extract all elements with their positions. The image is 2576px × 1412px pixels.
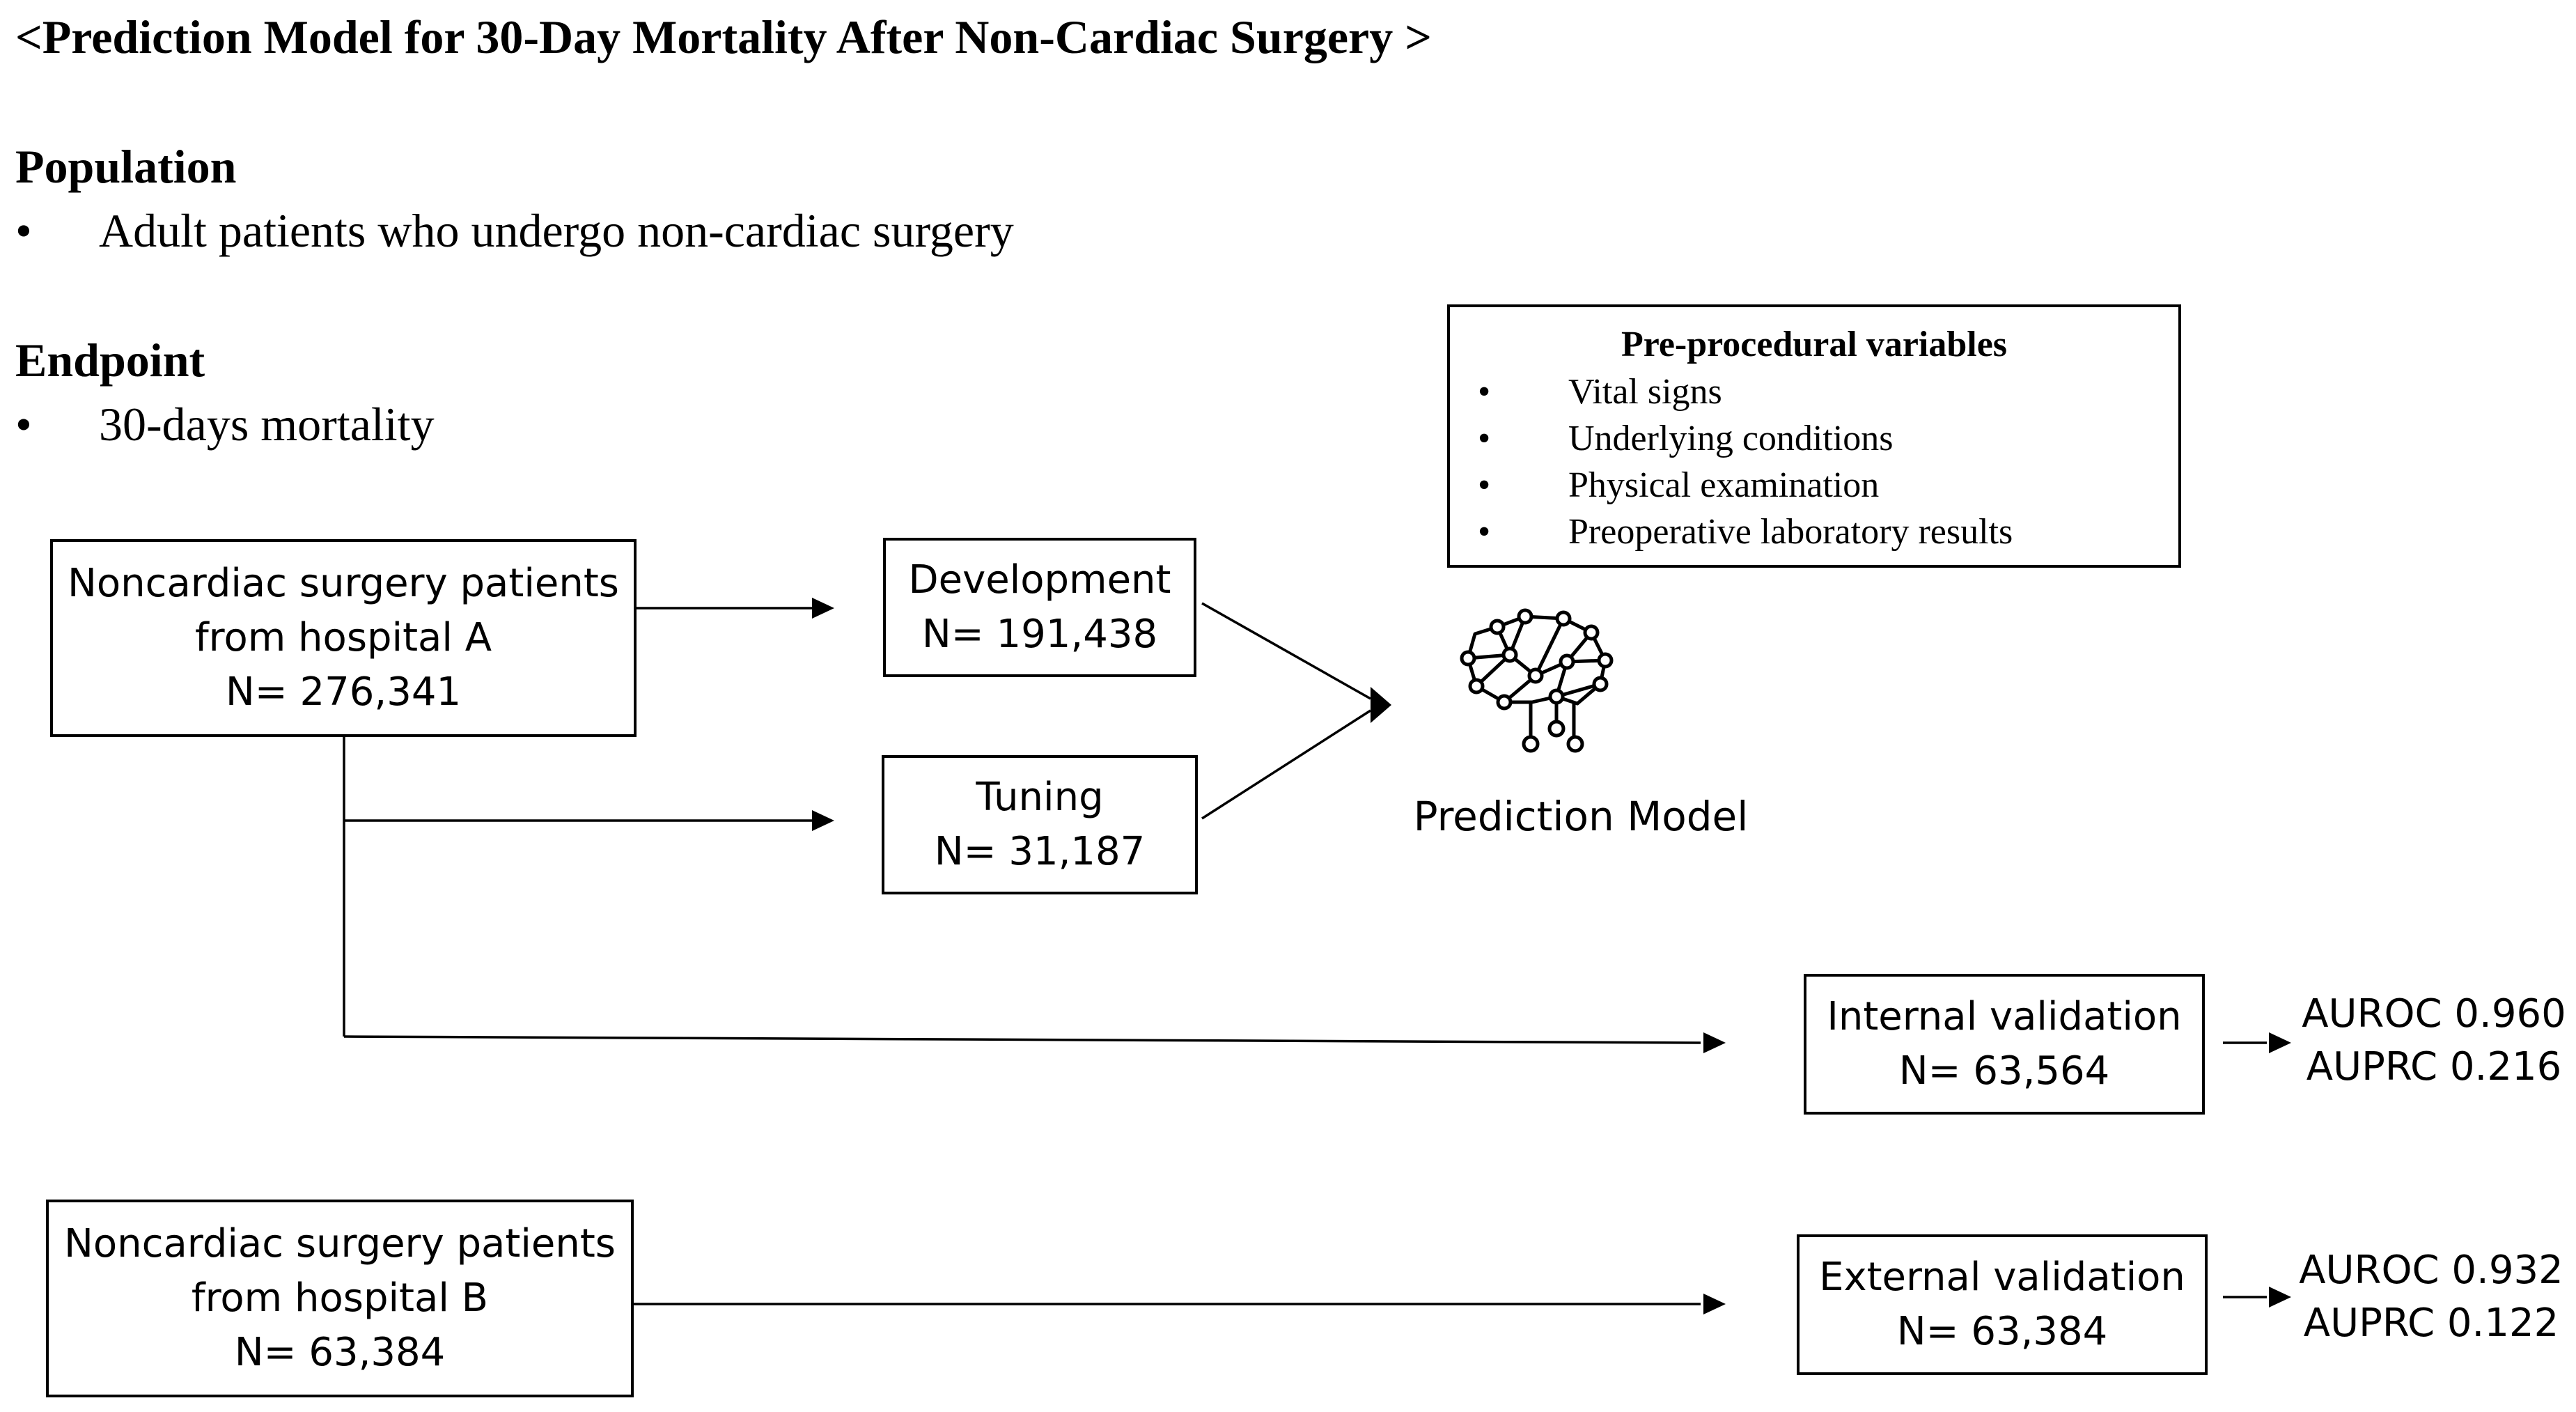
brain-network-icon: [1460, 608, 1614, 753]
tuning-count: N= 31,187: [934, 829, 1146, 874]
prediction-model-label: Prediction Model: [1413, 793, 1749, 840]
endpoint-item: • 30-days mortality: [15, 397, 435, 452]
arrowhead: [812, 810, 834, 831]
hospital-a-line2: from hospital A: [194, 615, 492, 660]
preprocedural-variables-title: Pre-procedural variables: [1621, 325, 2008, 364]
hospital-b-line1: Noncardiac surgery patients: [64, 1221, 616, 1266]
hospital-b-count: N= 63,384: [234, 1330, 446, 1375]
internal-validation-count: N= 63,564: [1898, 1048, 2110, 1094]
development-count: N= 191,438: [921, 612, 1158, 657]
arrowhead: [812, 598, 834, 619]
external-validation-box: External validation N= 63,384: [1797, 1234, 2208, 1375]
list-item: •Physical examination: [1478, 465, 1880, 505]
hospital-a-box: Noncardiac surgery patients from hospita…: [50, 539, 637, 737]
development-label: Development: [908, 557, 1171, 603]
tuning-box: Tuning N= 31,187: [882, 755, 1198, 894]
diagram-title: <Prediction Model for 30-Day Mortality A…: [15, 10, 1432, 63]
preprocedural-variables-box: Pre-procedural variables •Vital signs •U…: [1447, 304, 2181, 568]
arrowhead: [1703, 1032, 1726, 1053]
internal-validation-metrics: AUROC 0.960 AUPRC 0.216: [2298, 988, 2570, 1094]
arrow-line: [343, 1035, 1701, 1044]
hospital-b-line2: from hospital B: [191, 1275, 489, 1321]
development-box: Development N= 191,438: [883, 538, 1196, 677]
external-validation-metrics: AUROC 0.932 AUPRC 0.122: [2295, 1244, 2567, 1350]
population-text: Adult patients who undergo non-cardiac s…: [99, 204, 1014, 257]
endpoint-text: 30-days mortality: [99, 398, 435, 451]
external-validation-count: N= 63,384: [1896, 1309, 2108, 1354]
tuning-label: Tuning: [976, 775, 1104, 820]
list-item: •Preoperative laboratory results: [1478, 512, 2013, 552]
bullet: •: [15, 398, 32, 451]
arrowhead: [2269, 1287, 2291, 1308]
preprocedural-variables-list: •Vital signs •Underlying conditions •Phy…: [1450, 368, 2178, 555]
hospital-a-line1: Noncardiac surgery patients: [68, 561, 619, 606]
bullet: •: [15, 204, 32, 257]
external-validation-label: External validation: [1819, 1255, 2185, 1300]
internal-validation-box: Internal validation N= 63,564: [1804, 974, 2205, 1115]
arrowhead: [1371, 687, 1391, 723]
internal-validation-label: Internal validation: [1827, 994, 2182, 1039]
hospital-b-box: Noncardiac surgery patients from hospita…: [46, 1200, 634, 1397]
list-item: •Vital signs: [1478, 372, 1722, 412]
list-item: •Underlying conditions: [1478, 419, 1894, 458]
internal-auprc: AUPRC 0.216: [2306, 1044, 2562, 1089]
population-item: • Adult patients who undergo non-cardiac …: [15, 203, 1014, 258]
hospital-a-count: N= 276,341: [225, 669, 462, 715]
external-auroc: AUROC 0.932: [2299, 1248, 2563, 1293]
arrowhead: [1703, 1294, 1726, 1314]
external-auprc: AUPRC 0.122: [2303, 1301, 2559, 1346]
arrow-line: [1201, 602, 1371, 700]
internal-auroc: AUROC 0.960: [2302, 991, 2566, 1037]
endpoint-heading: Endpoint: [15, 334, 205, 387]
arrowhead: [2269, 1032, 2291, 1053]
population-heading: Population: [15, 140, 237, 193]
arrow-line: [1201, 709, 1371, 820]
